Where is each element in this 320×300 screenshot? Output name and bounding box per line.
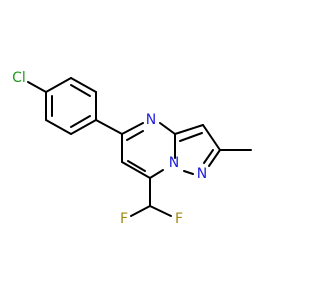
bond-c2-n1-inner	[203, 149, 214, 164]
bond-c7-c6-inner	[127, 160, 146, 172]
bond-c3a-c3	[174, 124, 204, 135]
atom-label-group: Cl N N N F F	[12, 70, 207, 227]
bond-c-f2	[149, 205, 172, 217]
bond-n4-c3a	[159, 122, 176, 135]
bond-phenyl-5-inner	[70, 84, 91, 97]
bond-phenyl-5	[70, 77, 97, 93]
bond-c-f1	[130, 205, 151, 217]
bond-cl-c	[27, 81, 47, 93]
atom-n8: N	[169, 155, 179, 171]
bond-phenyl-2	[45, 119, 72, 135]
atom-n1: N	[197, 166, 207, 182]
bond-n1-n8	[183, 170, 194, 175]
bond-c5-n4	[121, 122, 144, 135]
bond-phenyl-3-inner	[70, 115, 91, 128]
bond-phenyl-6	[45, 77, 72, 93]
bond-c7-c6	[121, 161, 151, 179]
bond-c3a-c3-inner	[179, 132, 203, 142]
bond-c5-n4-inner	[126, 130, 144, 141]
molecule-structure: Cl N N N F F	[0, 0, 300, 300]
atom-f2: F	[175, 211, 183, 227]
atom-f1: F	[120, 211, 128, 227]
bond-c2-n1	[208, 149, 221, 167]
bond-phenyl-pyrimidine	[95, 119, 123, 135]
bond-phenyl-3	[70, 119, 97, 135]
diagram-background	[0, 0, 300, 300]
bond-n8-c7	[149, 169, 164, 179]
atom-cl: Cl	[12, 70, 26, 86]
bond-c3-c2	[202, 124, 221, 151]
bond-group	[27, 77, 252, 217]
atom-n4: N	[146, 112, 156, 128]
